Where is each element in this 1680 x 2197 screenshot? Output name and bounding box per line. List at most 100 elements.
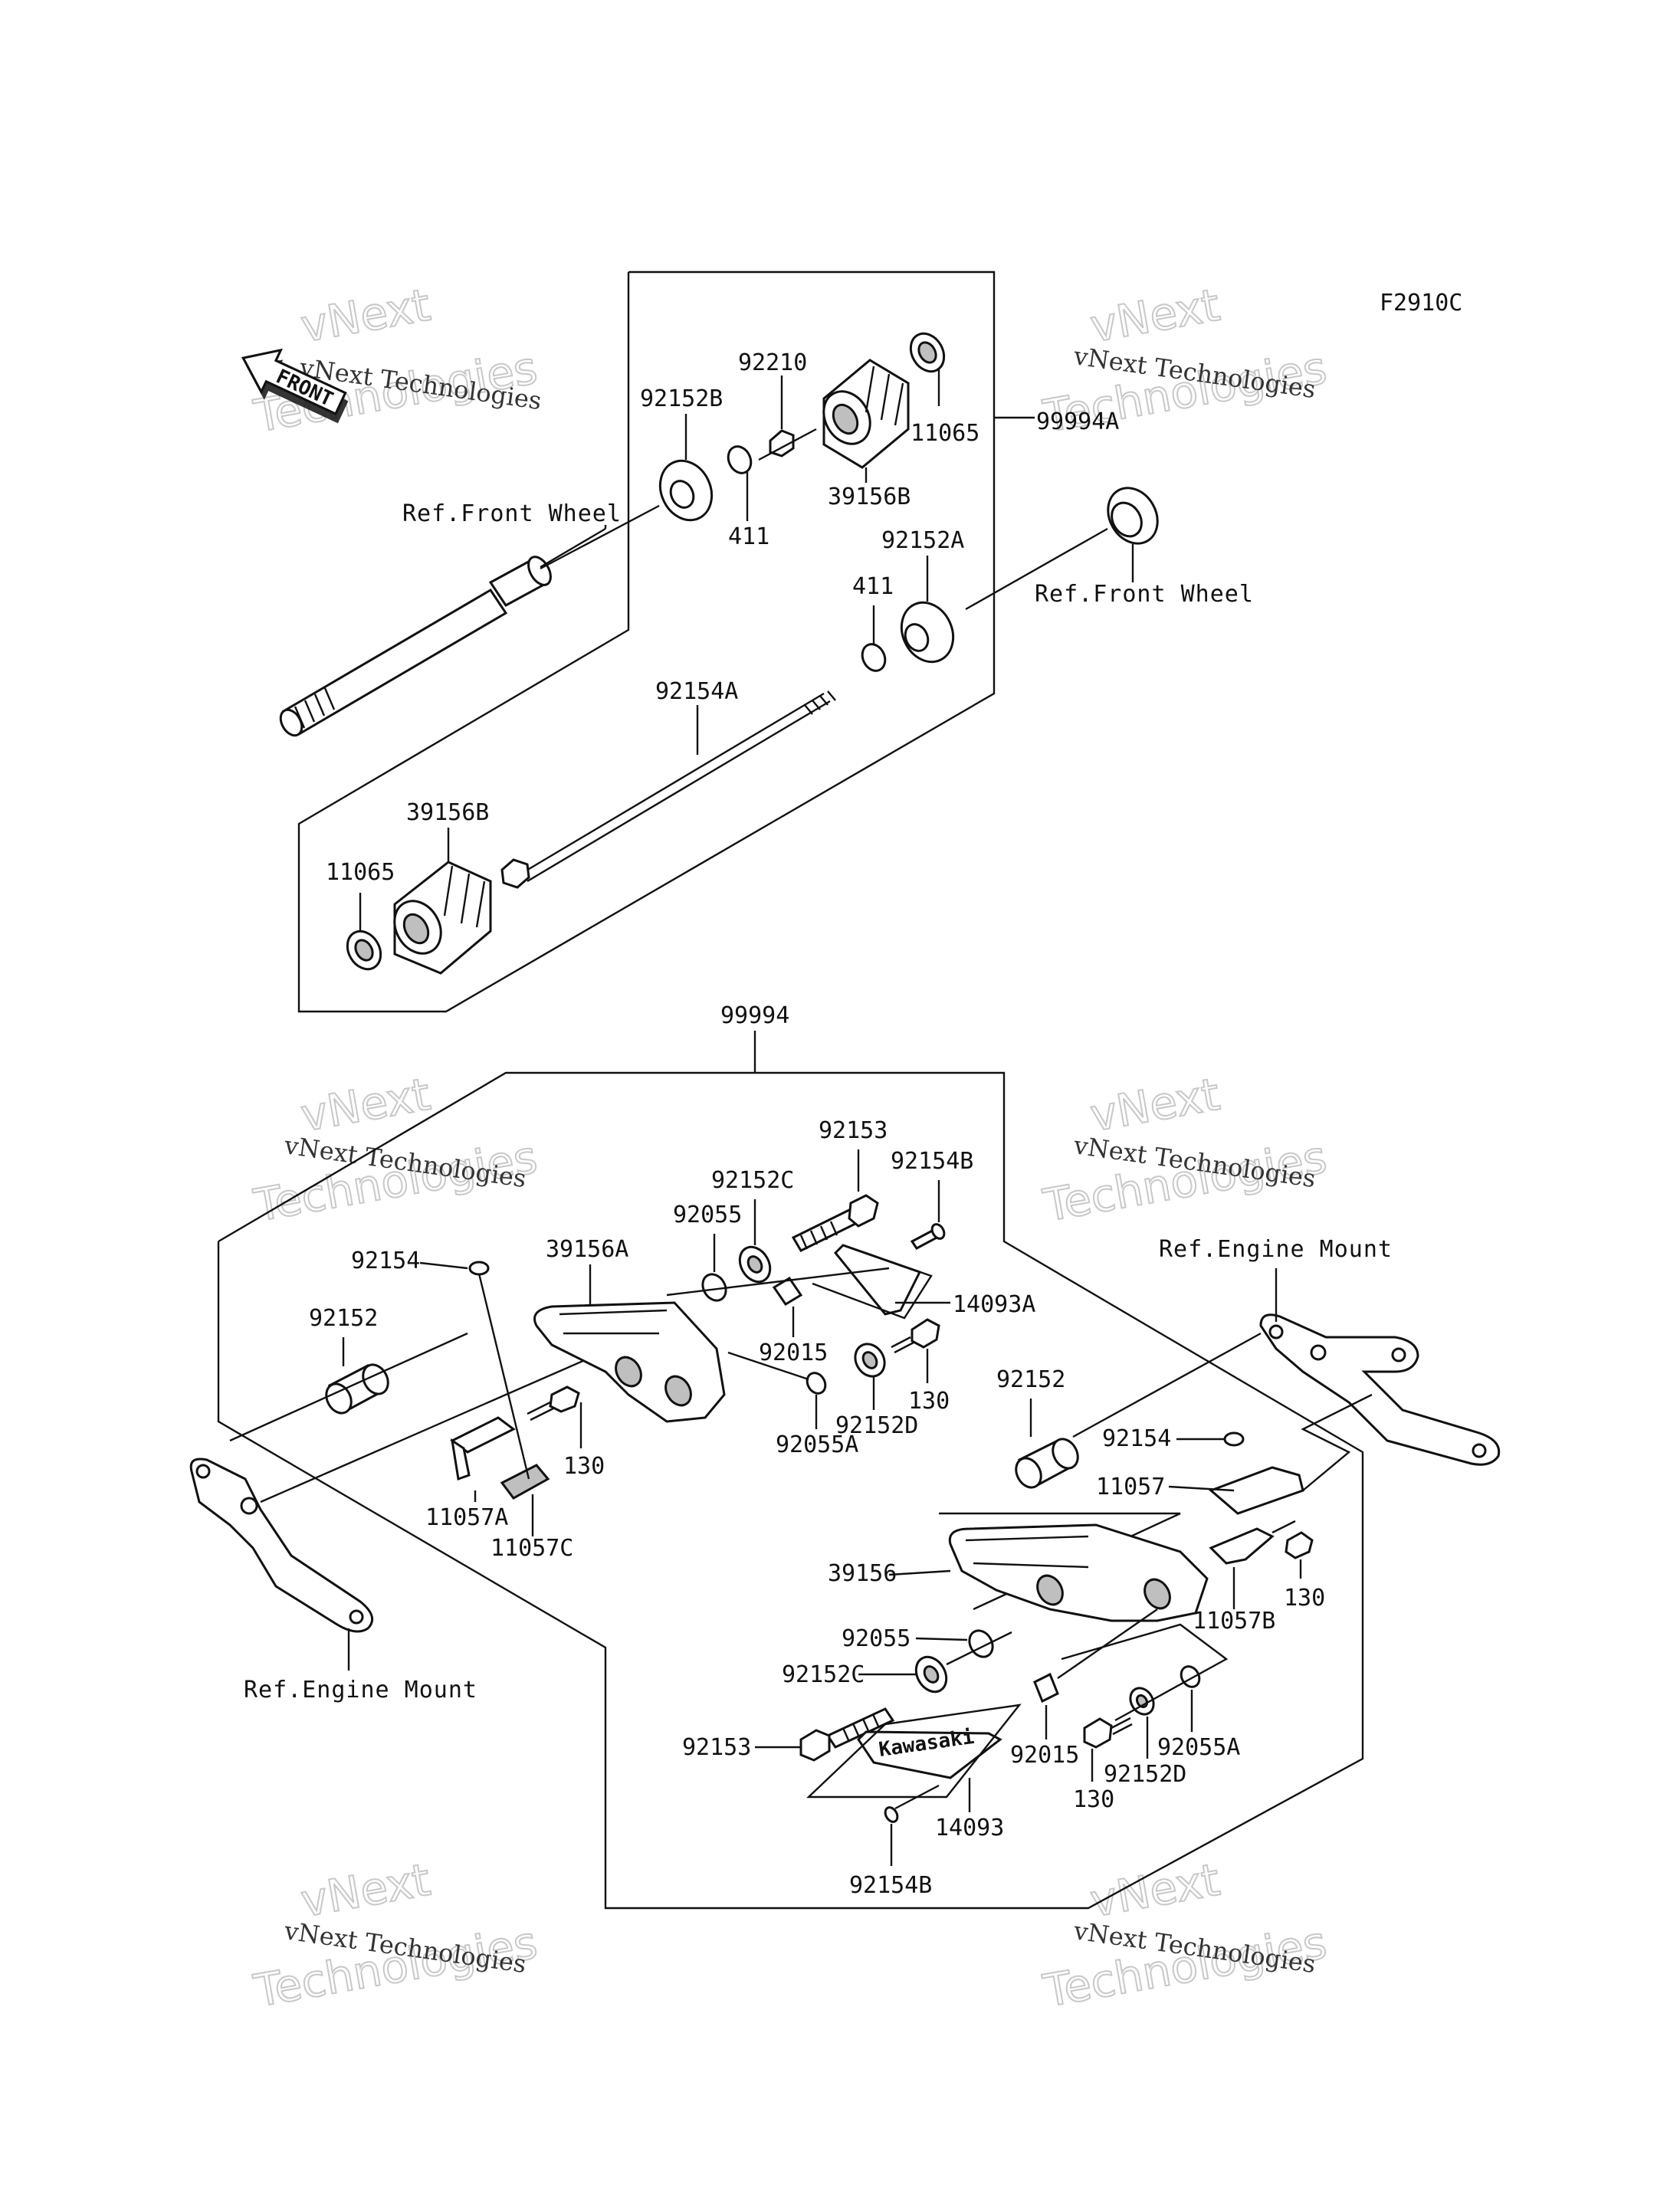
label-92055-bottom: 92055 [842,1625,911,1652]
leader-front-wheel-left [540,527,606,569]
label-92152D-top: 92152D [835,1412,918,1439]
label-11057A: 11057A [425,1504,508,1531]
bolt-130-left-part [527,1385,580,1421]
kit-outline-99994 [217,1071,1364,1910]
plate-14093A-part [833,1244,922,1316]
watermark-5: vNext Technologies [249,1853,542,2018]
washer-92055-bottom-part [968,1629,994,1658]
front-arrow-icon: FRONT [241,348,349,424]
plate-14093-part: Kawasaki [857,1726,1002,1779]
ref-engine-mount-left: Ref.Engine Mount [244,1677,477,1703]
collar-92152D-top-part [854,1343,886,1378]
leader-92154-left [419,1261,468,1270]
bracket-11057-part [1209,1466,1304,1515]
label-92152D-bottom: 92152D [1104,1761,1186,1788]
label-92015-top: 92015 [759,1340,828,1366]
screw-92154B-bottom-part [884,1784,940,1823]
washer-411-mid-part [861,643,887,672]
label-11057C: 11057C [491,1535,573,1562]
label-92154A: 92154A [655,678,738,705]
washer-92055A-bottom-part [1180,1665,1201,1688]
washer-92055A-top-part [806,1372,827,1395]
bolt-130-mid-part [891,1318,940,1354]
watermark-big-9: vNext [297,1854,435,1927]
label-92055A-top: 92055A [776,1431,858,1458]
label-92152-right: 92152 [996,1366,1065,1393]
slider-body-39156-part [948,1523,1209,1622]
screw-92154-left-part [468,1261,530,1480]
slider-body-39156A-part [533,1301,726,1423]
label-92154-right: 92154 [1102,1425,1171,1452]
bolt-130-right-part [1285,1531,1314,1559]
label-411-top: 411 [728,523,769,550]
watermark-big-7: vNext [1087,1068,1224,1142]
engine-mount-left-part [189,1458,374,1633]
label-130-right: 130 [1284,1585,1325,1612]
label-14093: 14093 [935,1815,1004,1841]
screw-92154-right-part [1223,1431,1245,1447]
collar-92152-right-part [1015,1438,1079,1489]
label-130-mid: 130 [908,1388,950,1415]
leader-92055-bottom [915,1637,968,1641]
collar-92152A-part [900,601,955,664]
figure-code: F2910C [1380,290,1462,316]
label-92153-top: 92153 [819,1117,888,1144]
label-92154-left: 92154 [351,1248,420,1274]
front-axle-part [279,556,552,737]
collar-92152-left-part [325,1363,389,1415]
cap-11065-bottom-part [346,930,382,971]
collar-92152C-bottom-part [914,1655,948,1694]
label-39156: 39156 [828,1560,897,1587]
label-92152A: 92152A [881,527,964,554]
label-130-left: 130 [563,1453,605,1480]
label-39156A: 39156A [546,1236,628,1263]
watermark-big-5: vNext [297,1068,435,1142]
label-92152-left: 92152 [309,1305,378,1332]
watermark-4: vNext Technologies [1039,1067,1331,1233]
label-11065-bottom: 11065 [326,859,395,886]
label-39156B-bottom: 39156B [406,799,489,826]
label-92055A-bottom: 92055A [1157,1734,1240,1761]
front-wheel-collar-right-part [1107,487,1159,545]
label-92015-bottom: 92015 [1010,1742,1079,1769]
label-92153-bottom: 92153 [682,1734,751,1761]
bracket-11057B-part [1209,1527,1275,1565]
label-14093A: 14093A [953,1291,1035,1318]
label-92154B-bottom: 92154B [849,1872,932,1899]
ref-front-wheel-right: Ref.Front Wheel [1035,581,1254,608]
spacer-92015-bottom-part [1033,1672,1059,1703]
ref-front-wheel-left: Ref.Front Wheel [402,500,622,527]
label-92154B-top: 92154B [891,1148,973,1175]
label-11065-top: 11065 [911,420,979,447]
watermark-big-11: vNext [1087,1854,1224,1927]
label-99994A: 99994A [1036,408,1119,435]
bolt-130-bottom-part [1083,1717,1133,1749]
label-130-bottom: 130 [1073,1786,1114,1813]
bracket-11057C-part [500,1464,550,1500]
label-11057: 11057 [1096,1474,1165,1500]
leader-11057 [1168,1485,1235,1492]
engine-mount-right-part [1259,1313,1501,1466]
label-92152C-top: 92152C [711,1167,794,1194]
washer-92055-top-part [701,1273,727,1302]
watermark-1: vNext Technologies [249,278,542,444]
watermark-6: vNext Technologies [1039,1853,1331,2018]
kit-outline-99994A [297,271,996,1013]
axle-line [540,504,660,570]
cap-11065-top-part [909,332,946,373]
collar-92152D-bottom-part [1129,1687,1155,1716]
screw-92154B-top-part [910,1223,946,1250]
bolt-92153-top-part [791,1194,879,1252]
label-92210: 92210 [738,349,807,376]
collar-92152C-top-part [738,1245,772,1284]
label-99994: 99994 [720,1002,789,1029]
watermark-big-1: vNext [297,279,435,353]
leader-39156 [888,1569,951,1576]
bracket-11057A-part [450,1416,516,1481]
ref-engine-mount-right: Ref.Engine Mount [1159,1236,1393,1263]
bolt-92154A-part [500,690,836,889]
washer-411-top-part [727,445,753,474]
slider-cap-39156B-top-part [822,359,910,469]
label-92152C-bottom: 92152C [782,1661,865,1688]
